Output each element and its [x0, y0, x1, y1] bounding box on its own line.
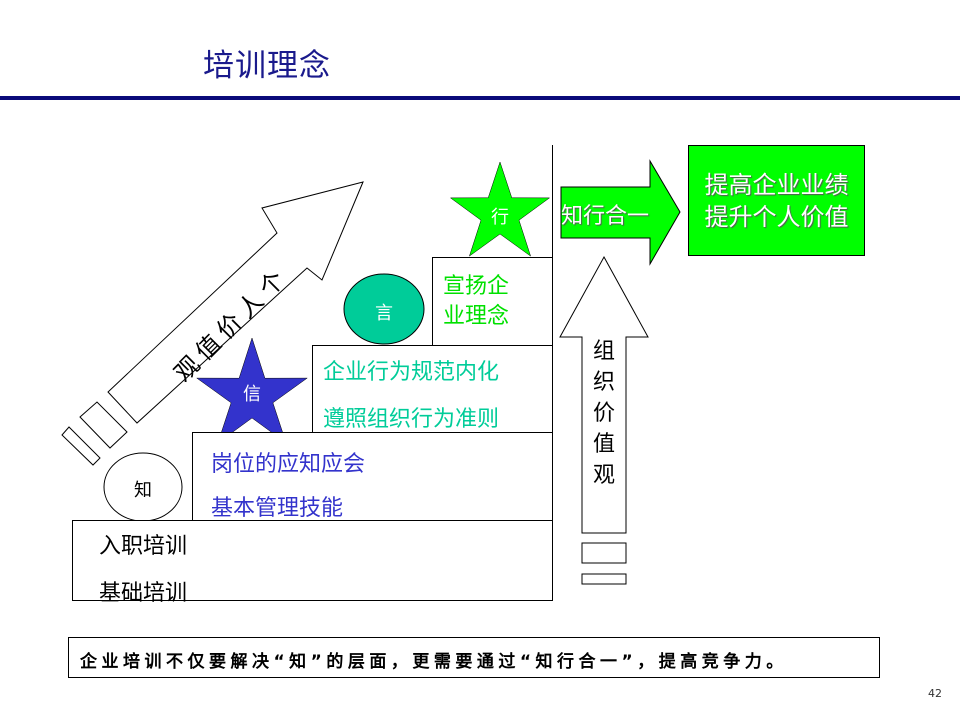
diagonal-arrow: [107, 181, 364, 424]
step-4-line-2: 业理念: [443, 304, 510, 329]
caption-text: 企业培训不仅要解决“知”的层面，更需要通过“知行合一”，提高竞争力。: [80, 652, 788, 672]
xin-star: [196, 337, 308, 444]
step-2-line-1: 岗位的应知应会: [211, 452, 366, 477]
right-arrow-label: 知行合一: [561, 204, 650, 229]
step-4-line-1: 宣扬企: [443, 274, 510, 299]
step-2: [192, 432, 553, 521]
up-arrow-tail-2: [581, 573, 627, 585]
xing-star: [449, 161, 551, 257]
caption-box: [68, 637, 880, 678]
page-number: 42: [928, 687, 942, 700]
result-line-1: 提高企业业绩: [704, 171, 849, 199]
step-4: [432, 257, 553, 346]
vertical-divider: [552, 145, 553, 601]
right-arrow: [560, 159, 681, 266]
yan-label: 言: [375, 303, 393, 324]
step-2-line-2: 基本管理技能: [211, 496, 344, 521]
xing-label: 行: [491, 207, 509, 228]
step-1-line-2: 基础培训: [99, 581, 188, 606]
step-3-line-2: 遵照组织行为准则: [323, 407, 500, 432]
up-arrow-label: 组织价值观: [592, 339, 615, 488]
step-3: [312, 345, 553, 433]
result-line-2: 提升个人价值: [704, 203, 849, 231]
title-divider: [0, 96, 960, 100]
page-title: 培训理念: [203, 48, 331, 84]
zhi-label: 知: [134, 480, 152, 501]
diagonal-arrow-tail-1: [79, 401, 128, 449]
yan-circle: [343, 273, 425, 345]
step-3-line-1: 企业行为规范内化: [323, 360, 500, 385]
step-1-line-1: 入职培训: [99, 534, 188, 559]
xin-label: 信: [243, 384, 261, 405]
diagonal-arrow-tail-2: [61, 426, 101, 466]
up-arrow: [559, 255, 649, 534]
up-arrow-tail-1: [581, 542, 627, 564]
result-box: 提高企业业绩 提升个人价值: [688, 145, 865, 256]
